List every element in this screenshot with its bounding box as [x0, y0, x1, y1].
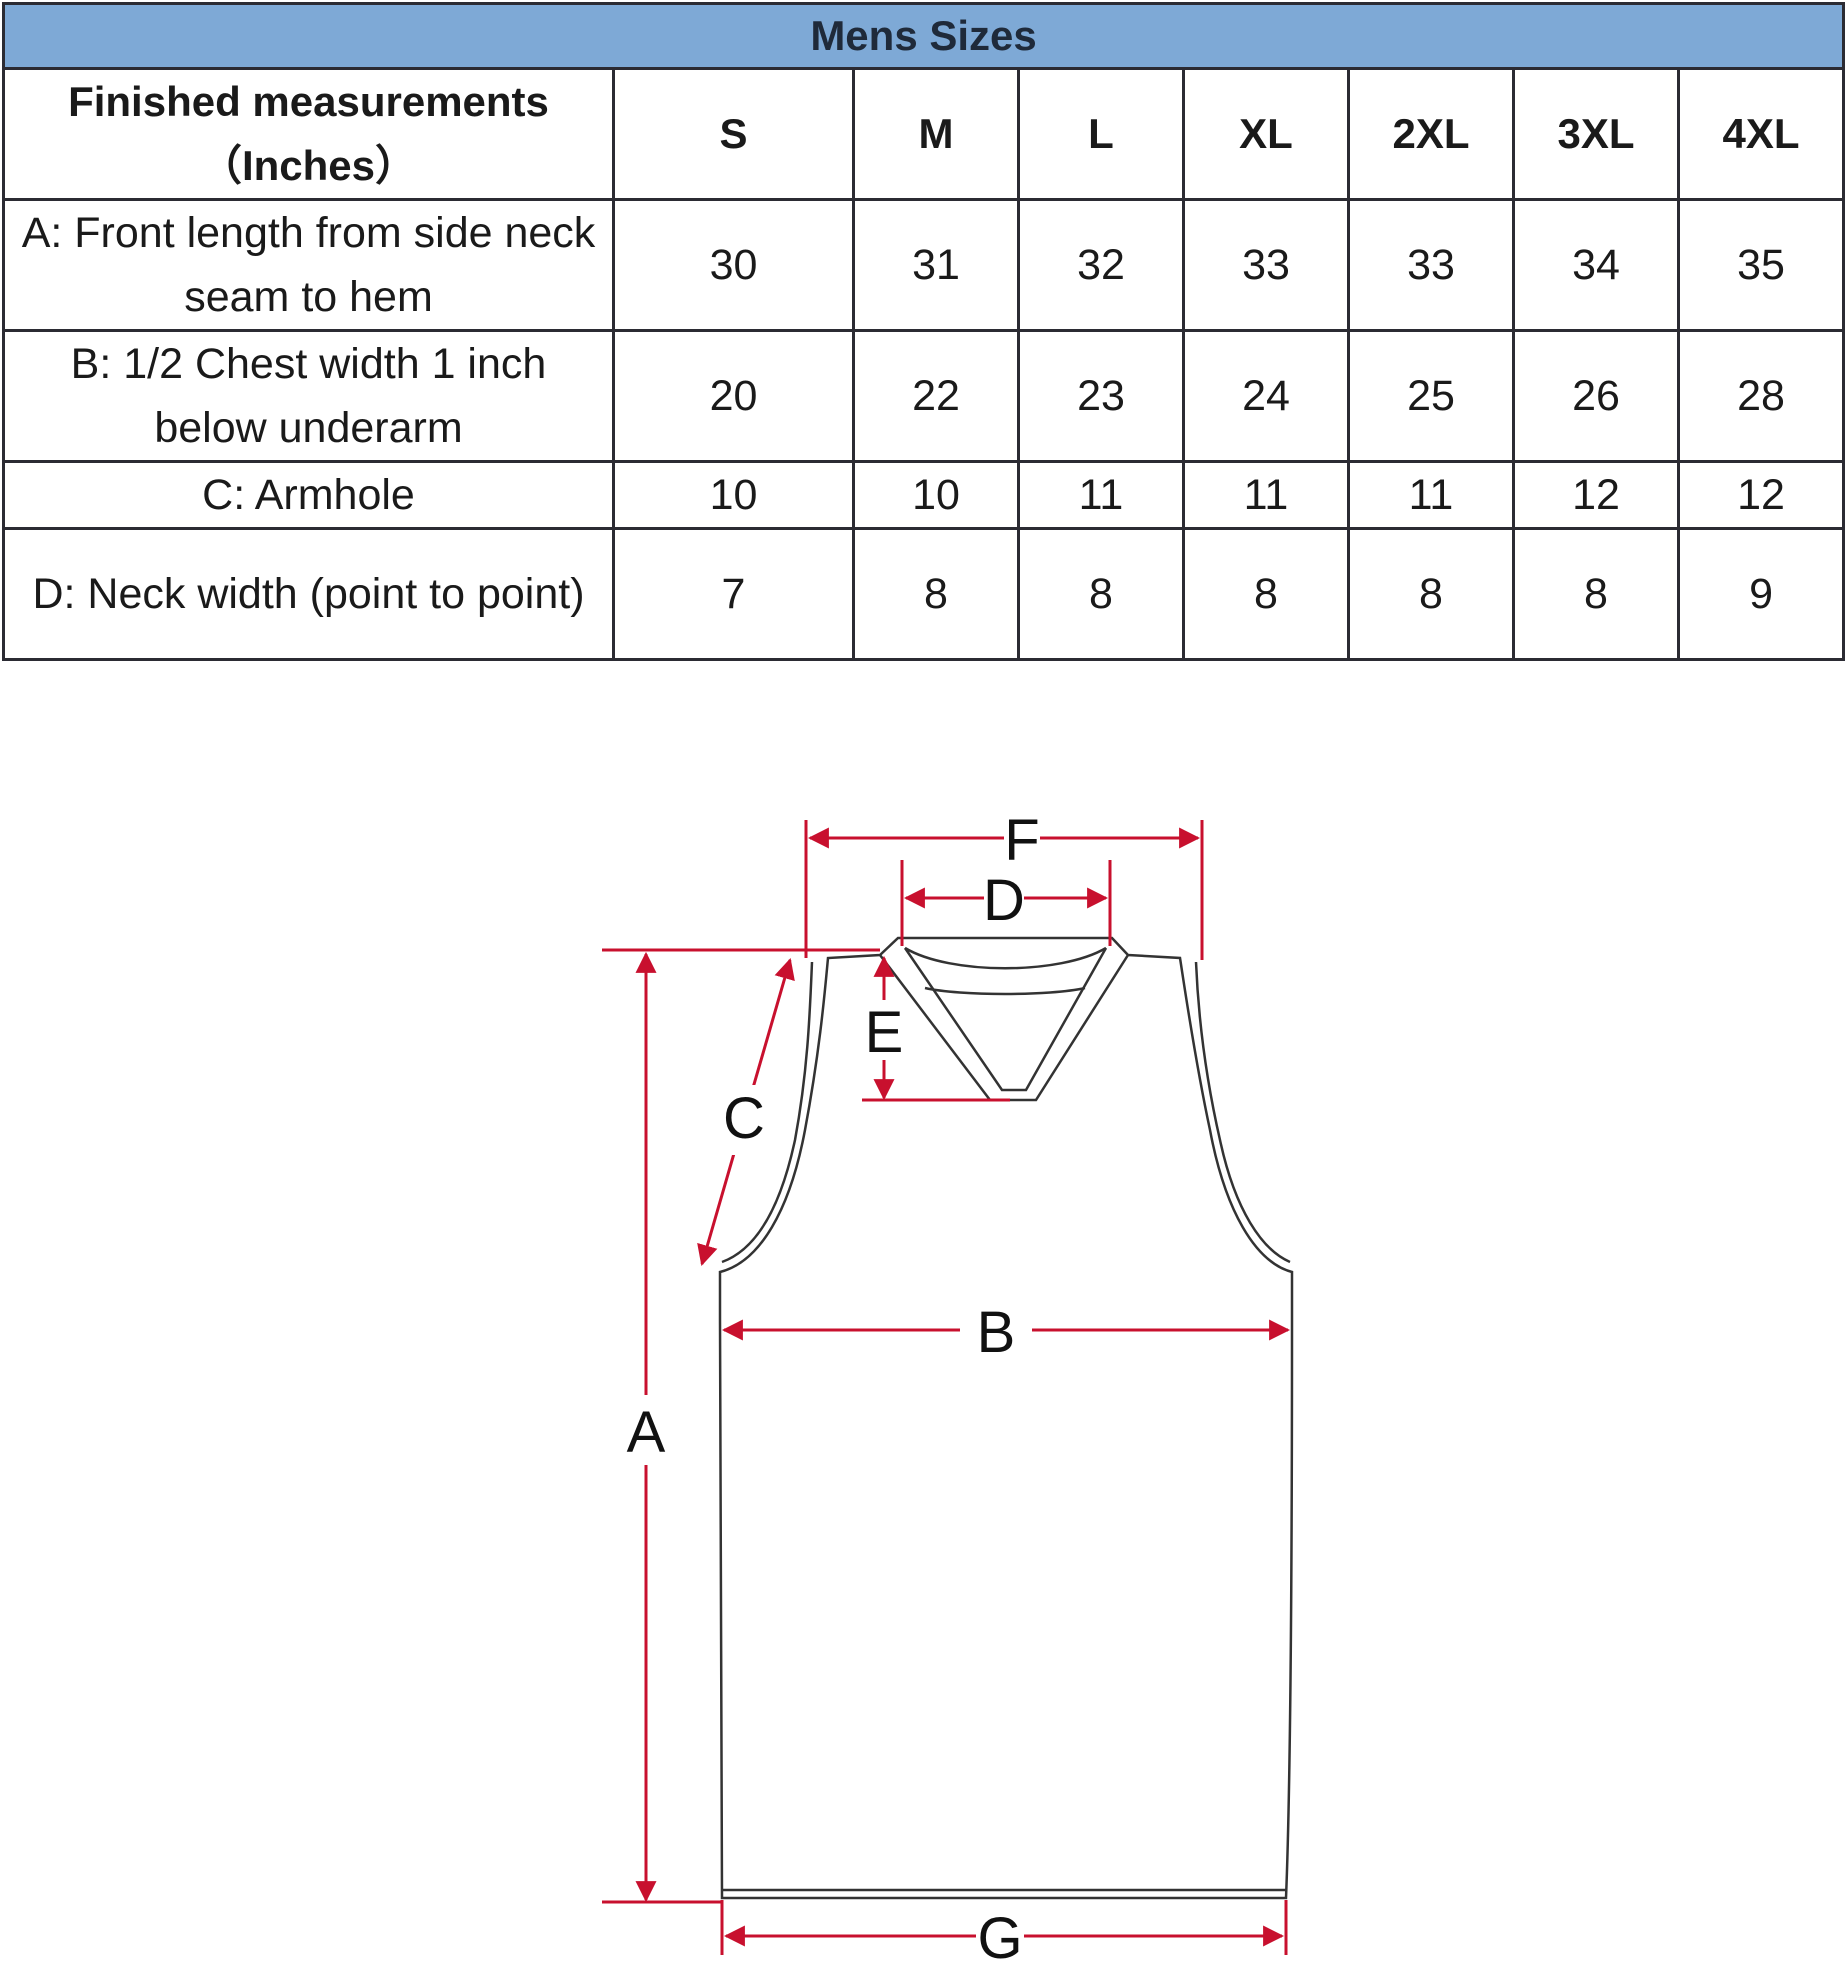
row-label-line1: B: 1/2 Chest width 1 inch	[70, 340, 547, 388]
header-row: Finished measurements （Inches） S M L XL …	[2, 67, 1845, 201]
d-label-bg	[984, 872, 1024, 926]
header-label-line2: （Inches）	[199, 142, 418, 189]
garment-outline	[718, 936, 1294, 1900]
back-neck-band	[904, 946, 1107, 970]
table-cell: 26	[1512, 329, 1680, 463]
table-cell: 20	[612, 329, 855, 463]
row-label-line2: seam to hem	[184, 273, 433, 321]
table-row: A: Front length from side neck seam to h…	[2, 198, 1845, 332]
table-cell: 11	[1182, 460, 1350, 530]
table-row: B: 1/2 Chest width 1 inch below underarm…	[2, 329, 1845, 463]
table-cell: 33	[1182, 198, 1350, 332]
table-cell: 7	[612, 527, 855, 661]
size-header: M	[852, 67, 1020, 201]
row-label-line1: A: Front length from side neck	[21, 209, 596, 257]
row-label-line2: below underarm	[154, 404, 463, 452]
label-d: D	[983, 868, 1025, 933]
table-cell: 32	[1017, 198, 1185, 332]
label-e: E	[865, 1000, 904, 1065]
table-cell: 25	[1347, 329, 1515, 463]
neckline-outer	[879, 954, 1130, 1102]
table-cell: 30	[612, 198, 855, 332]
e-label-bg	[866, 1000, 906, 1060]
back-neck-band-inner	[924, 986, 1086, 996]
label-backgrounds	[626, 812, 1040, 1964]
body-outline	[718, 936, 1294, 1900]
table-title: Mens Sizes	[1, 2, 1845, 70]
table-cell: 12	[1512, 460, 1680, 530]
g-label-bg	[976, 1908, 1024, 1964]
table-cell: 24	[1182, 329, 1350, 463]
table-cell: 23	[1017, 329, 1185, 463]
f-label-bg	[1004, 812, 1040, 866]
row-label: B: 1/2 Chest width 1 inch below underarm	[2, 329, 615, 463]
size-header: XL	[1182, 67, 1350, 201]
header-label-line1: Finished measurements	[68, 78, 549, 125]
label-f: F	[1004, 808, 1039, 873]
table-cell: 33	[1347, 198, 1515, 332]
table-cell: 11	[1347, 460, 1515, 530]
table-cell: 10	[852, 460, 1020, 530]
table-cell: 8	[1512, 527, 1680, 661]
tank-top-svg: F D E C B A G	[602, 808, 1294, 1971]
table-cell: 9	[1676, 527, 1845, 661]
table-cell: 31	[852, 198, 1020, 332]
row-label: C: Armhole	[2, 460, 615, 530]
table-cell: 22	[852, 329, 1020, 463]
tank-top-diagram: F D E C B A G	[0, 780, 1845, 1971]
right-armhole-binding	[1194, 961, 1291, 1264]
row-label: A: Front length from side neck seam to h…	[2, 198, 615, 332]
size-header: 3XL	[1512, 67, 1680, 201]
a-label-bg	[626, 1395, 666, 1465]
size-table: Mens Sizes Finished measurements （Inches…	[1, 2, 1845, 661]
c-label-bg	[722, 1085, 766, 1155]
size-header: L	[1017, 67, 1185, 201]
b-label-bg	[960, 1300, 1032, 1360]
table-cell: 34	[1512, 198, 1680, 332]
table-cell: 10	[612, 460, 855, 530]
table-cell: 8	[1017, 527, 1185, 661]
table-cell: 35	[1676, 198, 1845, 332]
table-cell: 8	[1347, 527, 1515, 661]
label-c: C	[723, 1086, 765, 1151]
table-cell: 11	[1017, 460, 1185, 530]
label-b: B	[977, 1300, 1016, 1365]
table-row: D: Neck width (point to point) 7 8 8 8 8…	[2, 527, 1845, 661]
table-cell: 8	[852, 527, 1020, 661]
label-g: G	[977, 1906, 1022, 1971]
size-header: S	[612, 67, 855, 201]
dimension-labels: F D E C B A G	[627, 808, 1040, 1971]
table-cell: 8	[1182, 527, 1350, 661]
table-cell: 28	[1676, 329, 1845, 463]
row-label: D: Neck width (point to point)	[2, 527, 615, 661]
label-a: A	[627, 1400, 666, 1465]
size-header: 2XL	[1347, 67, 1515, 201]
table-row: C: Armhole 10 10 11 11 11 12 12	[2, 460, 1845, 530]
header-label: Finished measurements （Inches）	[2, 67, 615, 201]
table-cell: 12	[1676, 460, 1845, 530]
neckline-inner	[903, 947, 1108, 1092]
size-header: 4XL	[1676, 67, 1845, 201]
